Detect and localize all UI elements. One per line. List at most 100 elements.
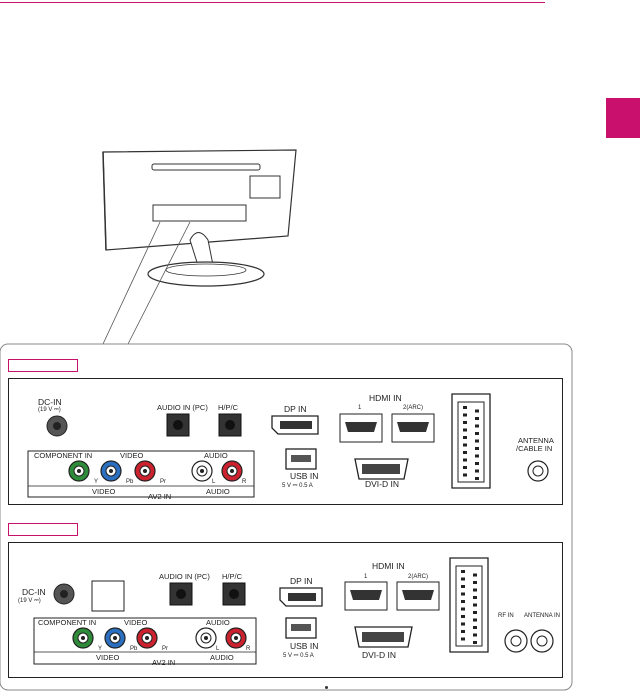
scart-pin [463, 421, 467, 424]
scart-pin [475, 439, 479, 443]
b-usb-in-label: USB IN [290, 641, 319, 651]
scart-pin [473, 633, 477, 637]
a-hdmi-in-label: HDMI IN [369, 393, 402, 403]
a-pr-label: Pr [160, 479, 166, 485]
a-r-label: R [242, 479, 247, 485]
scart-pin [461, 637, 465, 641]
scart-pin [461, 577, 465, 581]
scart-pin [463, 451, 467, 454]
b-ant-label: ANTENNA IN [524, 613, 561, 619]
scart-pin [475, 477, 479, 480]
rca-audio-l-jack-pin [204, 636, 208, 640]
b-audio-top-label: AUDIO [206, 618, 230, 627]
a-cable-in-label: /CABLE IN [516, 444, 553, 453]
rca-audio-l-jack-pin [200, 469, 204, 473]
scart-pin [463, 473, 467, 477]
a-av2-label: AV2 IN [148, 492, 172, 501]
scart-pin [463, 428, 467, 432]
scart-pin [463, 443, 467, 447]
b-video-top-label: VIDEO [124, 618, 148, 627]
a-usb-in-label: USB IN [290, 471, 319, 481]
a-audio-bottom-label: AUDIO [206, 487, 230, 496]
scart-pin [475, 454, 479, 458]
scart-pin [463, 413, 467, 417]
b-usb-rating-label: 5 V ⎓ 0.5 A [283, 653, 314, 659]
a-pb-label: Pb [126, 479, 134, 485]
b-audio-in-pc-label: AUDIO IN (PC) [159, 572, 210, 581]
a-y-label: Y [94, 479, 99, 485]
a-dp-in-label: DP IN [284, 404, 307, 414]
scart-pin [463, 436, 467, 439]
scart-pin [473, 588, 477, 592]
b-hdmi-2-label: 2(ARC) [408, 574, 429, 580]
scart-pin [461, 592, 465, 596]
b-component-in-label: COMPONENT IN [38, 618, 97, 627]
a-dc-volt-label: (19 V ⎓) [38, 407, 61, 413]
b-pr-label: Pr [162, 646, 168, 652]
scart-pin [473, 581, 477, 584]
rca-pb-jack-pin [113, 636, 117, 640]
b-dvi-label: DVI-D IN [362, 650, 396, 660]
scart-pin [463, 406, 467, 409]
rca-audio-r-jack-pin [234, 636, 238, 640]
language-tab [606, 98, 640, 138]
b-r-label: R [246, 646, 251, 652]
a-video-top-label: VIDEO [120, 451, 144, 460]
a-audio-in-pc-label: AUDIO IN (PC) [157, 403, 208, 412]
scart-pin [473, 641, 477, 644]
b-l-label: L [216, 646, 220, 652]
b-dp-in-label: DP IN [290, 576, 313, 586]
page-marker [325, 686, 328, 689]
a-video-bottom-label: VIDEO [92, 487, 116, 496]
b-dc-volt-label: (19 V ⎓) [18, 598, 41, 604]
scart-pin [475, 462, 479, 465]
rca-pr-jack-pin [145, 636, 149, 640]
b-dc-in-label: DC-IN [22, 587, 46, 597]
scart-pin [461, 630, 465, 633]
scart-pin [461, 615, 465, 618]
scart-pin [473, 596, 477, 599]
a-hp-label: H/P/C [218, 403, 239, 412]
a-usb-rating-label: 5 V ⎓ 0.5 A [282, 483, 313, 489]
scart-pin [475, 469, 479, 473]
scart-pin [475, 409, 479, 413]
b-y-label: Y [98, 646, 103, 652]
a-hdmi-2-label: 2(ARC) [403, 405, 424, 411]
scart-pin [461, 622, 465, 626]
scart-pin [473, 573, 477, 577]
model-tag-b [8, 523, 78, 536]
scart-pin [461, 570, 465, 573]
scart-pin [463, 466, 467, 469]
a-antenna-label: ANTENNA [518, 436, 554, 445]
b-hp-label: H/P/C [222, 572, 243, 581]
rca-audio-r-jack-pin [230, 469, 234, 473]
rca-y-jack-pin [77, 469, 81, 473]
scart-pin [473, 603, 477, 607]
a-dvi-label: DVI-D IN [365, 479, 399, 489]
b-av2-label: AV2 IN [152, 658, 176, 667]
scart-pin [461, 607, 465, 611]
a-audio-top-label: AUDIO [204, 451, 228, 460]
rca-pb-jack-pin [109, 469, 113, 473]
scart-pin [473, 618, 477, 622]
scart-pin [475, 424, 479, 428]
header-rule [0, 2, 545, 3]
scart-pin [473, 626, 477, 629]
a-hdmi-1-label: 1 [358, 405, 362, 411]
scart-pin [475, 447, 479, 450]
b-hdmi-1-label: 1 [364, 574, 368, 580]
scart-pin [463, 458, 467, 462]
b-video-bottom-label: VIDEO [96, 653, 120, 662]
a-dc-in-label: DC-IN [38, 397, 62, 407]
b-hdmi-in-label: HDMI IN [372, 561, 405, 571]
scart-pin [461, 585, 465, 588]
scart-pin [461, 600, 465, 603]
scart-pin [475, 417, 479, 420]
b-pb-label: Pb [130, 646, 138, 652]
b-rf-label: RF IN [498, 613, 514, 619]
model-tag-a [8, 359, 78, 372]
rca-y-jack-pin [81, 636, 85, 640]
